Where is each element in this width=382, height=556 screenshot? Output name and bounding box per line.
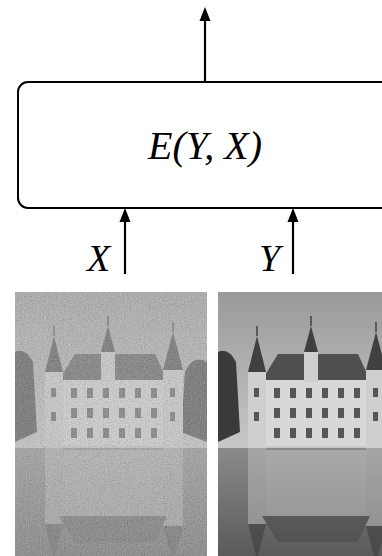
input-label: Y xyxy=(259,239,280,277)
energy-label: E(Y, X) xyxy=(148,122,262,169)
input-label: X xyxy=(87,239,110,277)
noisy-image xyxy=(15,292,207,556)
energy-box: E(Y, X) xyxy=(17,81,382,209)
clean-image xyxy=(218,292,382,556)
arrows xyxy=(120,7,299,274)
